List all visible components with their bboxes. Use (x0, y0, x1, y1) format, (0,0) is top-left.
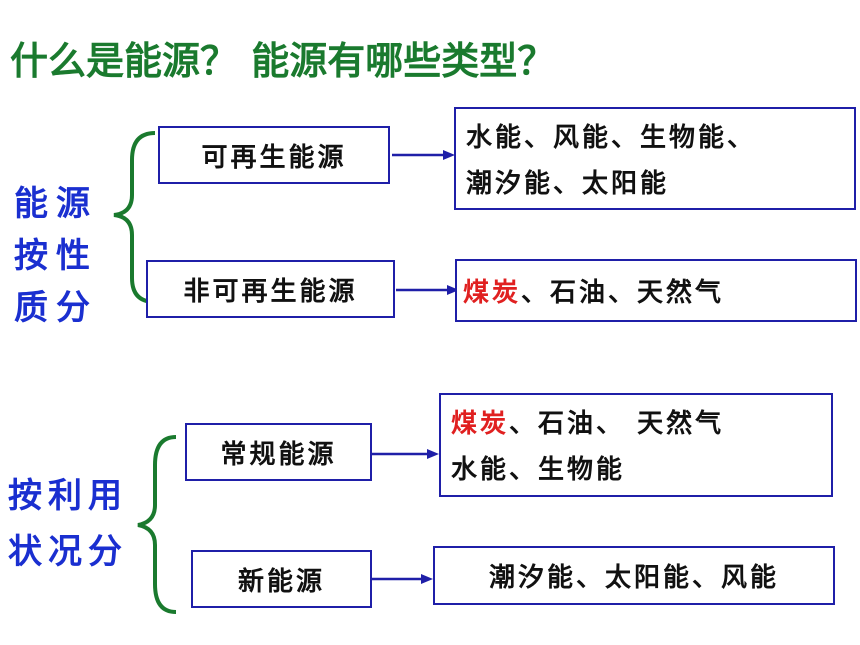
renewable-desc-line2: 潮汐能、太阳能 (466, 169, 670, 199)
nonrenewable-box: 非可再生能源 (146, 260, 395, 318)
conventional-coal: 煤炭 (451, 409, 510, 439)
conventional-desc-line2: 水能、生物能 (451, 455, 626, 485)
renewable-label: 可再生能源 (201, 142, 347, 173)
new-energy-label: 新能源 (237, 566, 325, 597)
arrow-head (427, 449, 439, 459)
conventional-box: 常规能源 (185, 423, 372, 481)
arrow-head (421, 574, 433, 584)
group1-label-line: 质分 (14, 288, 98, 328)
renewable-desc-line1: 水能、风能、生物能、 (466, 123, 757, 153)
page-title: 什么是能源？ 能源有哪些类型？ (10, 39, 556, 83)
renewable-desc-box: 水能、风能、生物能、 潮汐能、太阳能 (454, 107, 856, 210)
nonrenewable-label: 非可再生能源 (183, 276, 358, 307)
brace-group1 (113, 131, 156, 304)
nonrenewable-desc-box: 煤炭、石油、天然气 (455, 259, 857, 322)
conventional-desc-line1: 煤炭、石油、 天然气 (451, 401, 821, 447)
brace-group2 (137, 435, 177, 614)
renewable-box: 可再生能源 (158, 126, 390, 184)
group2-label-line: 按利用 (8, 476, 128, 516)
nonrenewable-desc: 、石油、天然气 (521, 278, 725, 308)
new-energy-box: 新能源 (191, 550, 372, 608)
conventional-label: 常规能源 (220, 439, 337, 470)
group2-label-line: 状况分 (8, 532, 128, 572)
new-energy-desc-box: 潮汐能、太阳能、风能 (433, 546, 835, 605)
arrow-head (447, 285, 459, 295)
new-energy-desc: 潮汐能、太阳能、风能 (488, 563, 779, 593)
conventional-desc-box: 煤炭、石油、 天然气 水能、生物能 (439, 393, 833, 497)
group2-label: 按利用 状况分 (8, 468, 128, 580)
conventional-desc: 、石油、 天然气 (509, 409, 725, 439)
nonrenewable-coal: 煤炭 (463, 278, 522, 308)
arrow-head (443, 150, 455, 160)
group1-label: 能源 按性 质分 (14, 178, 98, 334)
group1-label-line: 能源 (14, 184, 98, 224)
group1-label-line: 按性 (14, 236, 98, 276)
